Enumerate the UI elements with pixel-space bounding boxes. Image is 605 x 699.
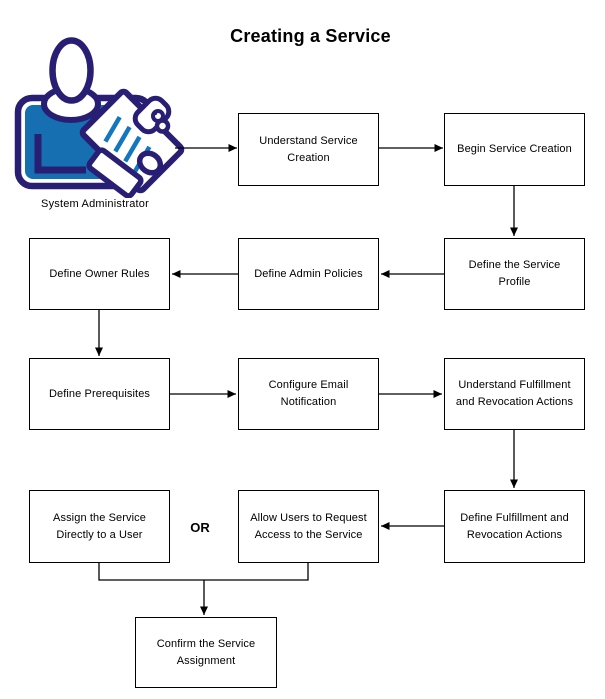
node-define-prerequisites: Define Prerequisites [29,358,170,430]
person-with-clipboard-icon [14,37,185,198]
node-configure-email-notification: Configure Email Notification [238,358,379,430]
node-confirm-the-service-assignment: Confirm the Service Assignment [135,617,277,688]
node-allow-users-to-request-access-to-the-service: Allow Users to Request Access to the Ser… [238,490,379,563]
or-join-connector [98,563,309,581]
node-begin-service-creation: Begin Service Creation [444,113,585,186]
page-title: Creating a Service [230,26,391,46]
node-define-fulfillment-and-revocation-actions: Define Fulfillment and Revocation Action… [444,490,585,563]
node-define-the-service-profile: Define the Service Profile [444,238,585,310]
node-understand-service-creation: Understand Service Creation [238,113,379,186]
or-branch-label: OR [190,520,210,535]
node-understand-fulfillment-and-revocation-actions: Understand Fulfillment and Revocation Ac… [444,358,585,430]
node-define-owner-rules: Define Owner Rules [29,238,170,310]
node-define-admin-policies: Define Admin Policies [238,238,379,310]
node-assign-the-service-directly-to-a-user: Assign the Service Directly to a User [29,490,170,563]
actor-label: System Administrator [41,198,149,210]
